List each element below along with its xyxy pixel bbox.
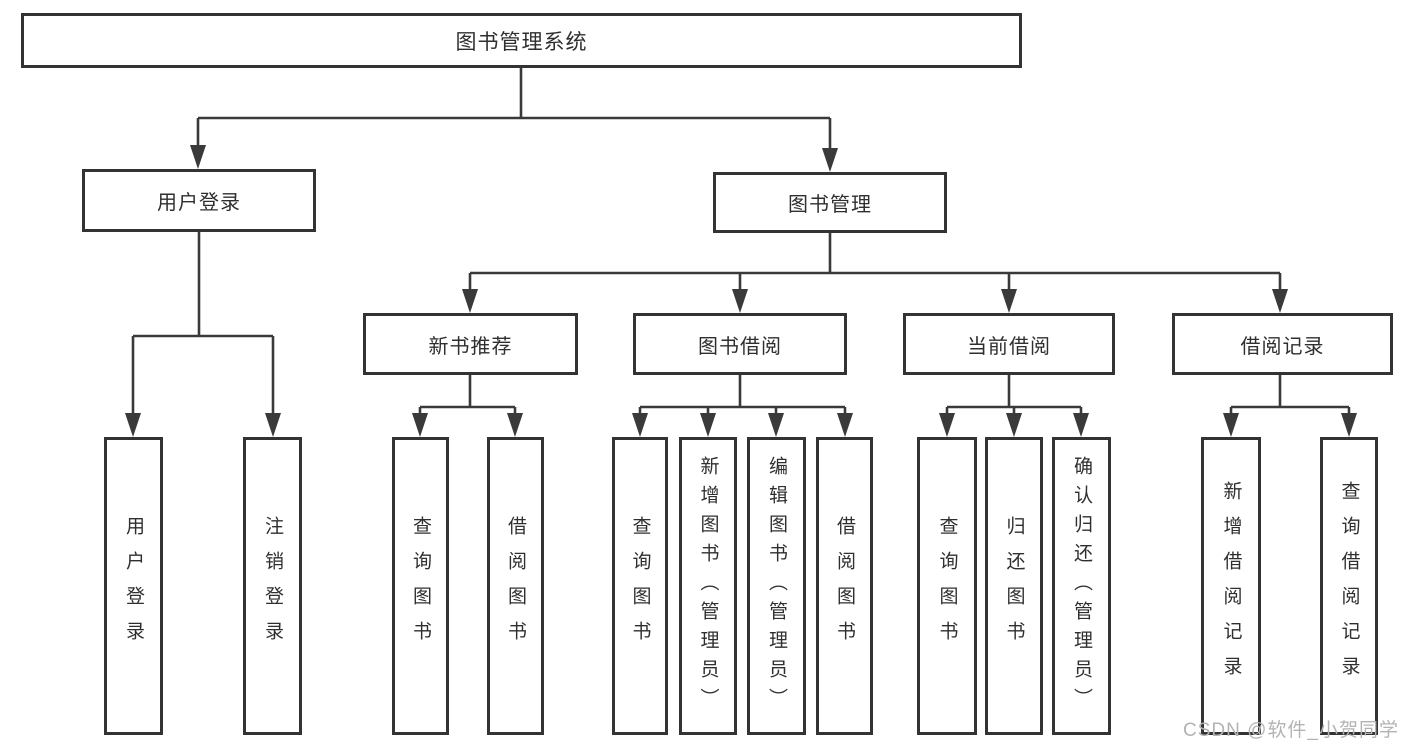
node-root: 图书管理系统 xyxy=(21,13,1022,68)
node-book-mgmt-group: 图书管理 xyxy=(713,172,947,233)
node-leaf-return-books: 归还图书 xyxy=(985,437,1043,735)
node-leaf-query-borrow-record-label: 查询借阅记录 xyxy=(1338,481,1360,691)
borrow-records-to-leaves-connector xyxy=(1223,373,1357,437)
arrowhead-icon xyxy=(1272,289,1288,313)
new-book-rec-to-leaves-connector xyxy=(412,373,523,437)
root-to-level2-connector xyxy=(190,66,838,172)
node-book-borrow: 图书借阅 xyxy=(633,313,847,375)
node-leaf-add-books-admin-label: 新增图书（管理员） xyxy=(697,455,719,717)
node-leaf-return-books-label: 归还图书 xyxy=(1003,516,1025,656)
arrowhead-icon xyxy=(1223,413,1239,437)
node-book-borrow-label: 图书借阅 xyxy=(698,335,782,358)
node-leaf-add-borrow-record-label: 新增借阅记录 xyxy=(1220,481,1242,691)
arrowhead-icon xyxy=(632,413,648,437)
arrowhead-icon xyxy=(190,145,206,169)
arrowhead-icon xyxy=(462,289,478,313)
arrowhead-icon xyxy=(1341,413,1357,437)
node-current-borrow-label: 当前借阅 xyxy=(967,335,1051,358)
node-leaf-borrow-books-2: 借阅图书 xyxy=(816,437,873,735)
node-borrow-records-label: 借阅记录 xyxy=(1240,335,1325,358)
node-leaf-query-books-3: 查询图书 xyxy=(917,437,977,735)
node-leaf-query-books-3-label: 查询图书 xyxy=(936,516,958,656)
node-leaf-confirm-return-admin-label: 确认归还（管理员） xyxy=(1071,455,1092,717)
node-borrow-records: 借阅记录 xyxy=(1172,313,1393,375)
node-leaf-confirm-return-admin: 确认归还（管理员） xyxy=(1052,437,1111,735)
node-leaf-query-books-2-label: 查询图书 xyxy=(629,516,651,656)
arrowhead-icon xyxy=(732,289,748,313)
node-leaf-query-books-2: 查询图书 xyxy=(612,437,668,735)
node-leaf-edit-books-admin: 编辑图书（管理员） xyxy=(747,437,806,735)
node-user-login-group-label: 用户登录 xyxy=(157,192,241,214)
arrowhead-icon xyxy=(822,148,838,172)
node-leaf-user-login: 用户登录 xyxy=(104,437,163,735)
arrowhead-icon xyxy=(507,413,523,437)
node-leaf-add-books-admin: 新增图书（管理员） xyxy=(679,437,737,735)
node-leaf-query-books-1: 查询图书 xyxy=(392,437,449,735)
arrowhead-icon xyxy=(1001,289,1017,313)
node-new-book-rec: 新书推荐 xyxy=(363,313,578,375)
node-leaf-borrow-books-1-label: 借阅图书 xyxy=(505,516,526,656)
arrowhead-icon xyxy=(412,413,428,437)
node-user-login-group: 用户登录 xyxy=(82,169,316,232)
node-leaf-borrow-books-2-label: 借阅图书 xyxy=(834,516,855,656)
node-leaf-query-books-1-label: 查询图书 xyxy=(410,516,431,656)
node-root-label: 图书管理系统 xyxy=(455,30,588,54)
node-leaf-edit-books-admin-label: 编辑图书（管理员） xyxy=(766,455,787,717)
node-leaf-logout: 注销登录 xyxy=(243,437,302,735)
node-new-book-rec-label: 新书推荐 xyxy=(428,335,513,358)
arrowhead-icon xyxy=(265,413,281,437)
arrowhead-icon xyxy=(1073,413,1089,437)
book-mgmt-to-level3-connector xyxy=(462,231,1288,313)
arrowhead-icon xyxy=(1006,413,1022,437)
node-leaf-logout-label: 注销登录 xyxy=(262,516,283,656)
node-current-borrow: 当前借阅 xyxy=(903,313,1115,375)
csdn-watermark: CSDN @软件_小贺同学 xyxy=(1183,720,1399,741)
book-borrow-to-leaves-connector xyxy=(632,373,853,437)
arrowhead-icon xyxy=(125,413,141,437)
node-leaf-user-login-label: 用户登录 xyxy=(123,516,144,656)
node-leaf-query-borrow-record: 查询借阅记录 xyxy=(1320,437,1378,735)
arrowhead-icon xyxy=(700,413,716,437)
node-leaf-borrow-books-1: 借阅图书 xyxy=(487,437,544,735)
arrowhead-icon xyxy=(939,413,955,437)
arrowhead-icon xyxy=(837,413,853,437)
current-borrow-to-leaves-connector xyxy=(939,373,1089,437)
node-leaf-add-borrow-record: 新增借阅记录 xyxy=(1201,437,1261,735)
node-book-mgmt-group-label: 图书管理 xyxy=(788,194,872,216)
user-login-to-leaves-connector xyxy=(125,230,281,437)
arrowhead-icon xyxy=(768,413,784,437)
